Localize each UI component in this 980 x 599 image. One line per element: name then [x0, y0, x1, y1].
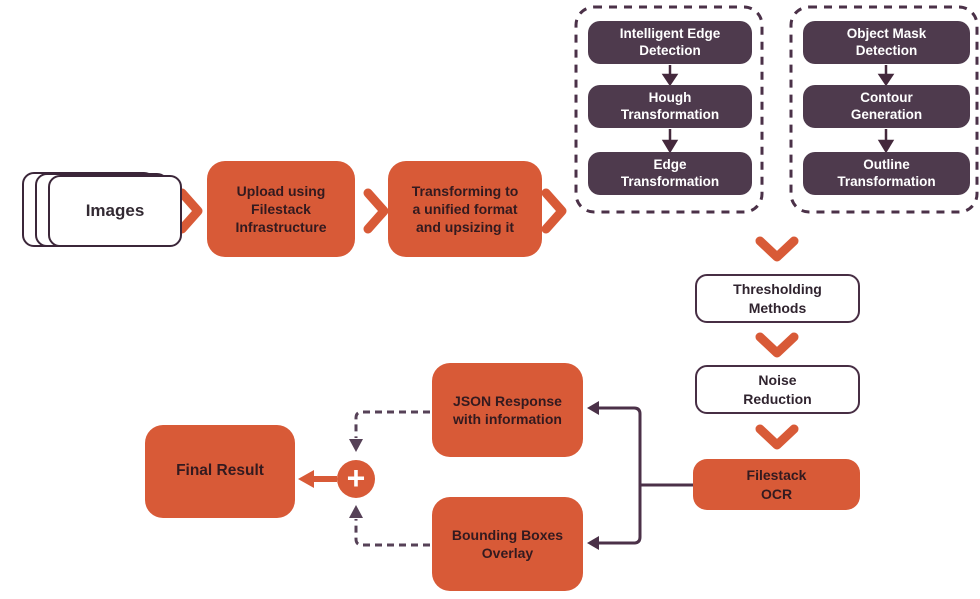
final-result-arrow	[298, 470, 337, 488]
node-thresholding-methods: Thresholding Methods	[695, 274, 860, 323]
arrow-down-icon	[877, 129, 895, 154]
ocr-split-connector	[587, 401, 693, 550]
node-hough-transformation: Hough Transformation	[588, 85, 752, 128]
plus-merge-icon: +	[337, 460, 375, 498]
arrow-left-icon	[298, 470, 314, 488]
chevron-down-icon	[755, 332, 799, 358]
dashed-merge-connector-bottom	[349, 505, 430, 547]
node-transform-upsize: Transforming to a unified format and ups…	[388, 161, 542, 257]
chevron-right-icon	[363, 188, 389, 234]
node-filestack-ocr: Filestack OCR	[693, 459, 860, 510]
object-mask-group-border	[789, 5, 979, 214]
node-images: Images	[48, 175, 182, 247]
node-final-result: Final Result	[145, 425, 295, 518]
arrow-down-icon	[661, 65, 679, 87]
node-contour-generation: Contour Generation	[803, 85, 970, 128]
node-json-response: JSON Response with information	[432, 363, 583, 457]
arrow-down-icon	[349, 439, 363, 452]
chevron-down-icon	[755, 236, 799, 262]
edge-detection-group-border	[574, 5, 764, 214]
chevron-down-icon	[755, 424, 799, 450]
node-outline-transformation: Outline Transformation	[803, 152, 970, 195]
arrow-left-icon	[587, 401, 599, 415]
node-intelligent-edge-detection: Intelligent Edge Detection	[588, 21, 752, 64]
chevron-right-icon	[177, 188, 203, 234]
arrow-up-icon	[349, 505, 363, 518]
chevron-right-icon	[541, 188, 567, 234]
node-bounding-boxes-overlay: Bounding Boxes Overlay	[432, 497, 583, 591]
dashed-merge-connector-top	[349, 410, 430, 452]
arrow-left-icon	[587, 536, 599, 550]
node-noise-reduction: Noise Reduction	[695, 365, 860, 414]
arrow-down-icon	[661, 129, 679, 154]
node-upload-filestack: Upload using Filestack Infrastructure	[207, 161, 355, 257]
arrow-down-icon	[877, 65, 895, 87]
node-edge-transformation: Edge Transformation	[588, 152, 752, 195]
node-object-mask-detection: Object Mask Detection	[803, 21, 970, 64]
